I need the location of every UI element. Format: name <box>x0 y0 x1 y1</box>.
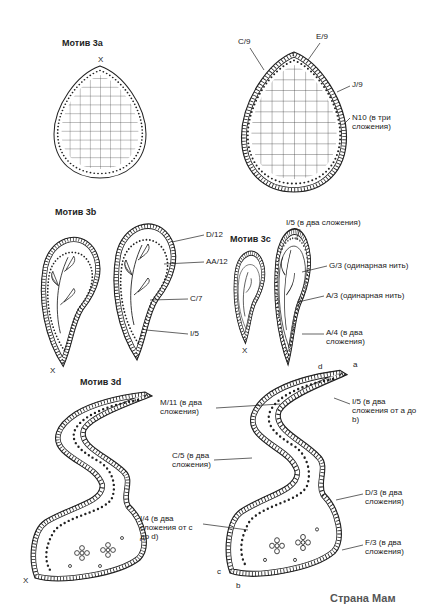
thread-label: J/9 <box>352 80 363 89</box>
point-letter: c <box>217 567 221 576</box>
thread-label: A/3 (одинарная нить) <box>326 291 404 300</box>
motif-heading: Мотив 3c <box>230 234 271 244</box>
thread-label: I/4 (в два сложения от c до d) <box>140 514 202 542</box>
motif-heading: Мотив 3a <box>62 38 103 48</box>
motif-heading: Мотив 3d <box>80 377 121 387</box>
start-mark: X <box>242 346 247 355</box>
point-letter: d <box>318 362 322 371</box>
thread-label: AA/12 <box>206 257 228 266</box>
thread-label: M/11 (в два сложения) <box>160 398 216 416</box>
motif-heading: Мотив 3b <box>55 207 96 217</box>
thread-label: C/7 <box>190 294 202 303</box>
thread-label: I/5 (в два сложения) <box>286 218 361 227</box>
thread-label: F/3 (в два сложения) <box>365 538 421 556</box>
point-letter: a <box>353 360 357 369</box>
start-mark: X <box>23 576 28 585</box>
thread-label: D/12 <box>206 230 223 239</box>
thread-label: D/3 (в два сложения) <box>365 488 421 506</box>
point-letter: b <box>236 581 240 590</box>
thread-label: I/5 <box>190 329 199 338</box>
start-mark: X <box>98 55 103 64</box>
watermark: Страна Мам <box>330 592 396 605</box>
thread-label: E/9 <box>316 32 328 41</box>
thread-label: I/5 (в два сложения от a до b) <box>352 397 420 425</box>
thread-label: G/3 (одинарная нить) <box>329 261 408 270</box>
thread-label: C/5 (в два сложения) <box>172 451 216 469</box>
thread-label: C/9 <box>238 37 250 46</box>
start-mark: X <box>50 366 55 375</box>
thread-label: A/4 (в два сложения) <box>326 328 378 346</box>
thread-label: N10 (в три сложения) <box>352 113 414 131</box>
